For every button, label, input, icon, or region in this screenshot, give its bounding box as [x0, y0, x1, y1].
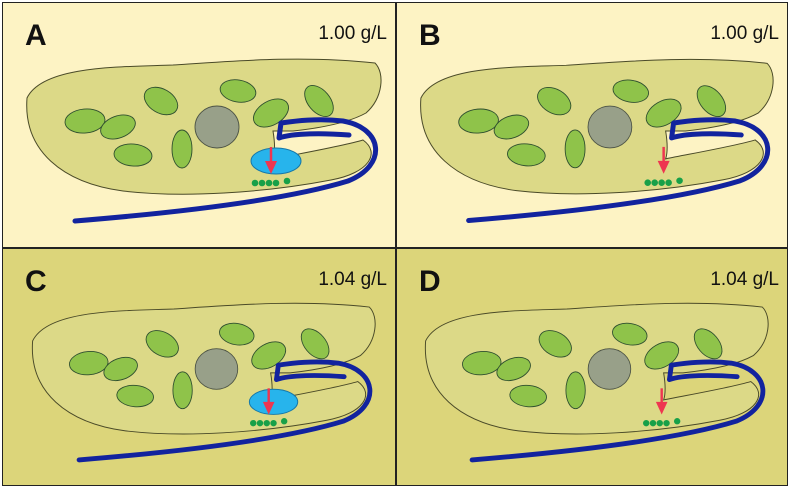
organelle [69, 351, 109, 376]
panel-letter: B [419, 19, 441, 52]
organelle [458, 108, 499, 134]
arrow [657, 146, 670, 174]
organelle [116, 384, 154, 408]
organelle [693, 328, 723, 360]
organelle [172, 371, 193, 410]
organelle [537, 87, 572, 116]
oral-groove [466, 117, 771, 224]
organelle [493, 114, 530, 140]
organelle [253, 98, 289, 128]
granules [251, 177, 291, 187]
arrow [265, 147, 277, 174]
granules [643, 418, 681, 427]
concentration-label: 1.04 g/L [710, 269, 779, 290]
organelle [645, 98, 682, 128]
panel-letter: D [419, 265, 441, 298]
granules [644, 177, 683, 186]
panel-c: C 1.04 g/L [2, 248, 396, 486]
organelle [462, 351, 502, 376]
oral-groove [76, 359, 373, 463]
organelle [171, 129, 193, 169]
nucleus [587, 348, 632, 390]
panel-b: B 1.00 g/L [396, 2, 788, 248]
organelle [496, 356, 531, 382]
cell-diagram-d [424, 302, 769, 463]
organelle [509, 384, 547, 408]
oral-groove [72, 117, 378, 224]
organelle [251, 341, 287, 370]
panel-letter: A [25, 19, 47, 52]
nucleus [587, 105, 633, 149]
organelle [145, 330, 179, 358]
organelle [612, 322, 648, 346]
concentration-label: 1.00 g/L [710, 23, 779, 44]
organelle [300, 328, 330, 360]
concentration-label: 1.00 g/L [318, 23, 387, 44]
nucleus [194, 105, 240, 149]
organelle [113, 143, 153, 167]
organelle [644, 341, 680, 370]
arrow [655, 388, 668, 415]
organelle [103, 356, 138, 382]
granules [250, 418, 288, 427]
organelle [696, 85, 727, 117]
organelle [64, 108, 106, 134]
cell-diagram-b [420, 58, 774, 224]
organelle [564, 129, 586, 169]
nucleus [194, 348, 239, 390]
panel-d: D 1.04 g/L [396, 248, 788, 486]
organelle [219, 322, 255, 346]
panel-letter: C [25, 265, 47, 298]
concentration-label: 1.04 g/L [318, 269, 387, 290]
organelle [100, 114, 136, 140]
organelle [612, 79, 649, 103]
arrow [262, 388, 275, 415]
organelle [565, 371, 586, 410]
organelle [538, 330, 572, 358]
organelle [507, 143, 546, 167]
organelle [219, 79, 257, 103]
cell-diagram-a [26, 58, 382, 224]
organelle [143, 86, 179, 116]
organelle [304, 85, 334, 117]
panel-a: A 1.00 g/L [2, 2, 396, 248]
cell-diagram-c [31, 302, 376, 463]
oral-groove [469, 359, 766, 463]
